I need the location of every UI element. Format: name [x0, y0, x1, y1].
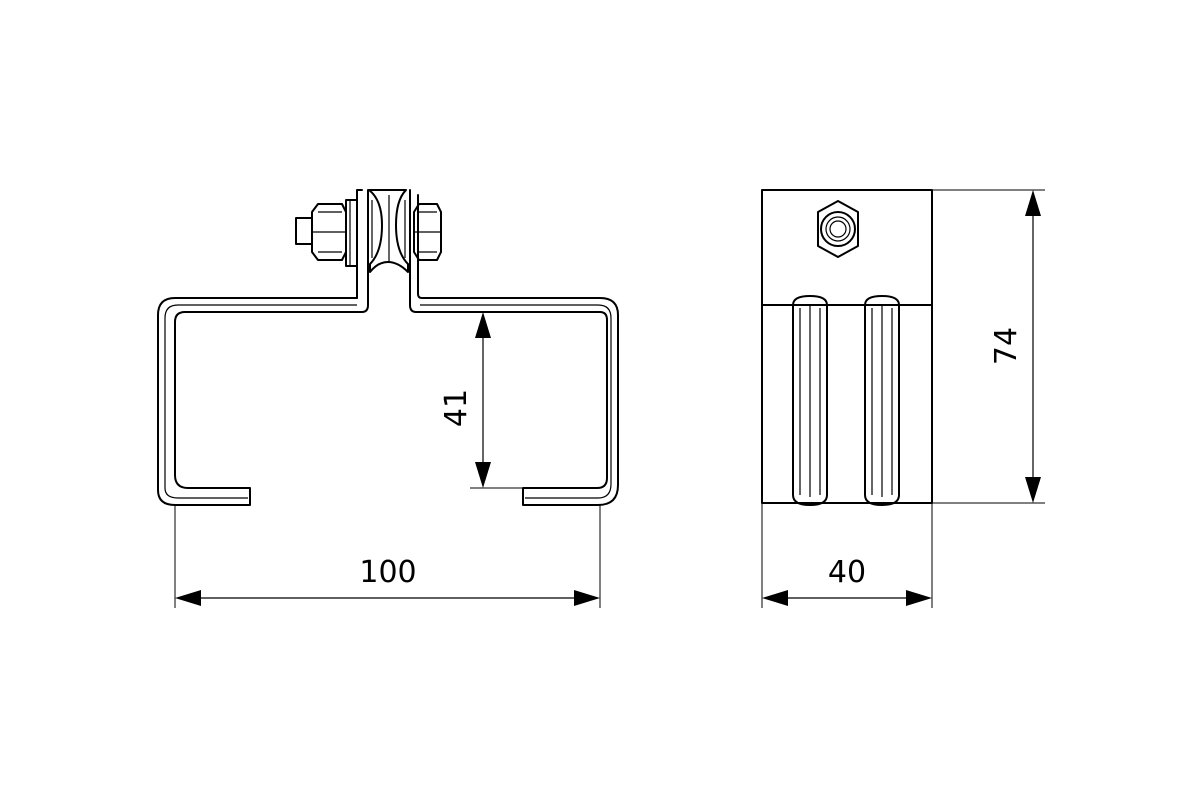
front-view: 40 74: [761, 189, 1045, 608]
roller: [368, 189, 409, 273]
side-view: 41 100: [157, 189, 619, 608]
dimension-total-height: 74: [899, 189, 1045, 504]
front-plate: [761, 189, 933, 306]
dimension-40-label: 40: [828, 555, 866, 590]
bracket-outer-contour-right: [409, 189, 619, 506]
dimension-74-label: 74: [989, 327, 1024, 365]
front-body: [761, 304, 933, 504]
bracket-inner-line-right: [420, 304, 612, 499]
right-nut-icon: [413, 203, 442, 261]
left-nut-icon: [295, 199, 358, 267]
dimension-100-label: 100: [359, 555, 416, 590]
dimension-inner-height: 41: [439, 311, 523, 489]
bracket-inner-line-left: [164, 304, 357, 499]
dimension-41-label: 41: [439, 389, 474, 427]
dimension-depth: 40: [761, 503, 933, 608]
hex-nut-icon: [817, 200, 859, 258]
dimension-width: 100: [174, 505, 601, 608]
bracket-outer-contour: [157, 189, 369, 506]
groove-right: [864, 295, 900, 506]
groove-left: [792, 295, 828, 506]
